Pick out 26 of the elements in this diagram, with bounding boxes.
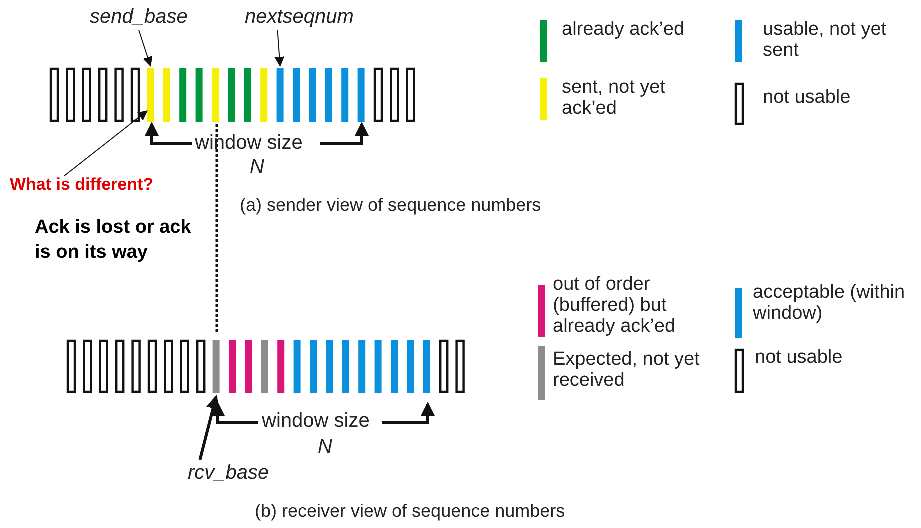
legend-text: sent, not yet ack’ed — [562, 78, 667, 120]
legend-text: usable, not yet sent — [763, 20, 888, 62]
arrow — [198, 395, 220, 460]
pointer-label: rcv_base — [188, 462, 270, 484]
legend-text: out of order (buffered) but already ack’ed — [553, 275, 677, 338]
pointer-label: send_base — [90, 6, 188, 28]
arrow — [64, 110, 148, 176]
legend-text: acceptable (within window) — [753, 283, 906, 325]
legend-text: not usable — [763, 88, 852, 109]
note-text: Ack is lost or ack is on its way — [35, 216, 192, 265]
legend-text: not usable — [755, 348, 844, 369]
caption-text: (a) sender view of sequence numbers — [240, 196, 542, 216]
sequence-bar — [212, 340, 220, 393]
caption-text: (b) receiver view of sequence numbers — [255, 502, 566, 522]
legend-text: already ack’ed — [562, 20, 686, 41]
dimension-label: window size — [262, 410, 370, 432]
sequence-bar — [147, 68, 154, 122]
pointer-label: nextseqnum — [245, 6, 354, 28]
variable-label: N — [250, 156, 264, 178]
variable-label: N — [318, 436, 332, 458]
question-text: What is different? — [10, 176, 154, 195]
arrow — [138, 30, 153, 67]
sequence-bar — [276, 68, 284, 122]
legend-text: Expected, not yet received — [553, 350, 701, 392]
arrow — [274, 30, 285, 67]
dimension-label: window size — [195, 132, 303, 154]
